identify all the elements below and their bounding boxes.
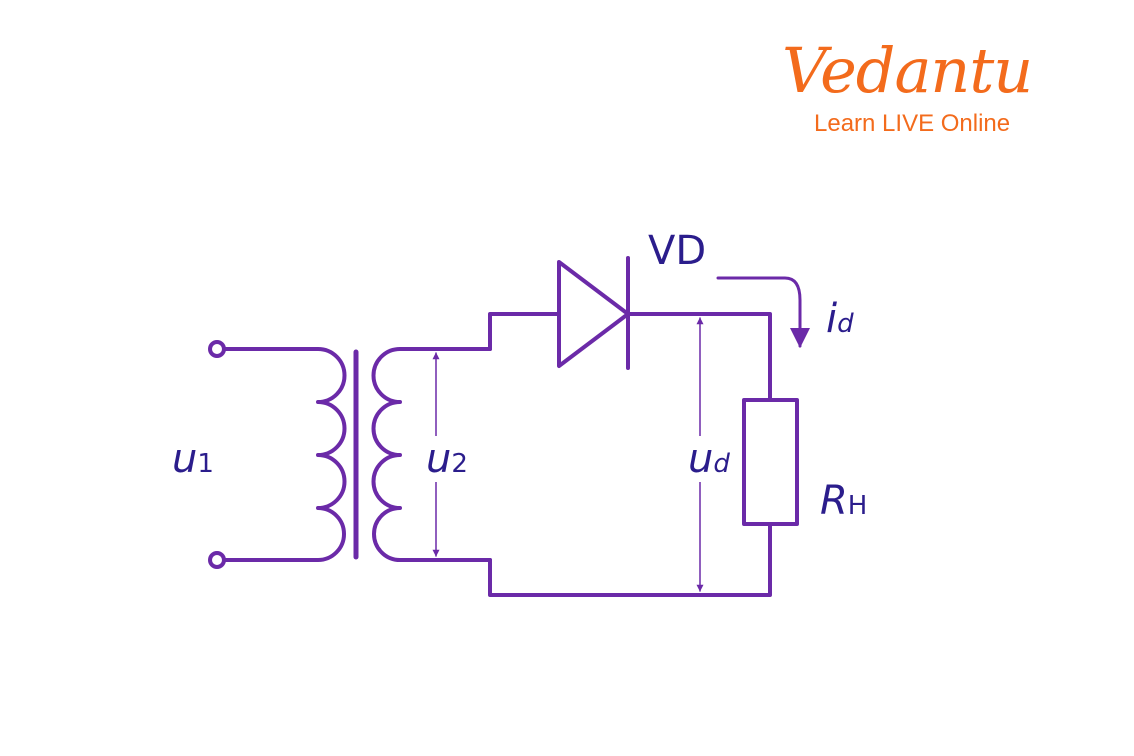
secondary-winding (371, 347, 492, 562)
vedantu-logo: Vedantu Learn LIVE Online (782, 34, 1033, 138)
label-ud: ud (686, 436, 732, 482)
resistor-rh (742, 398, 799, 526)
label-rh: RH (820, 478, 868, 524)
input-terminal-bottom (208, 551, 226, 569)
logo-brand: Vedantu (782, 34, 1033, 107)
logo-tagline: Learn LIVE Online (814, 110, 1011, 137)
label-u1: u1 (172, 436, 214, 482)
current-arrow (716, 276, 810, 348)
label-id: id (826, 296, 854, 342)
diode-vd (557, 256, 630, 370)
label-vd: VD (648, 228, 707, 274)
input-terminal-top (208, 340, 226, 358)
label-u2: u2 (424, 436, 470, 482)
primary-winding (208, 340, 347, 569)
